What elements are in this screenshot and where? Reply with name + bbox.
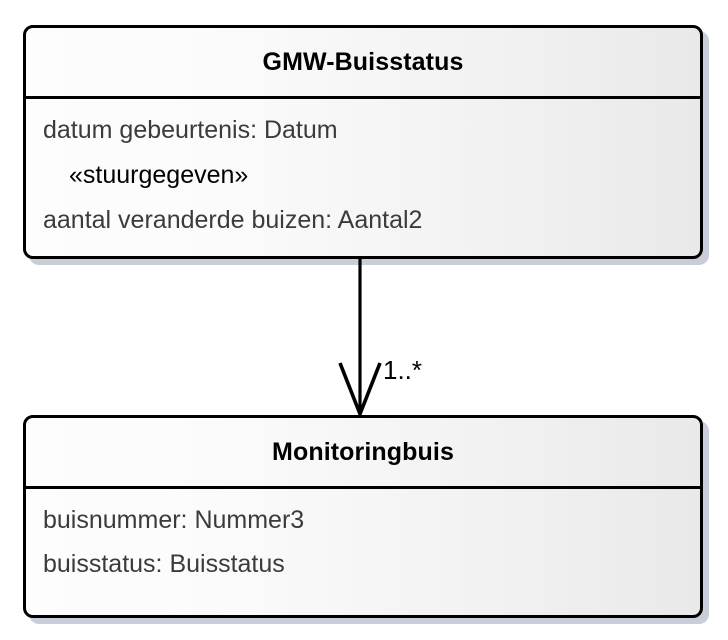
class-header-gmw-buisstatus: GMW-Buisstatus — [26, 28, 700, 99]
class-header-monitoringbuis: Monitoringbuis — [26, 418, 700, 489]
class-attributes-monitoringbuis: buisnummer: Nummer3 buisstatus: Buisstat… — [26, 489, 700, 615]
association-multiplicity-label: 1..* — [383, 355, 423, 385]
attribute-aantal-veranderde-buizen: aantal veranderde buizen: Aantal2 — [43, 206, 423, 234]
attribute-buisnummer: buisnummer: Nummer3 — [43, 506, 305, 534]
attribute-datum-gebeurtenis: datum gebeurtenis: Datum — [43, 116, 338, 144]
attribute-stereotype-stuurgegeven: «stuurgegeven» — [69, 161, 249, 189]
class-name-gmw-buisstatus: GMW-Buisstatus — [262, 48, 464, 76]
attribute-buisstatus: buisstatus: Buisstatus — [43, 550, 285, 578]
class-attributes-gmw-buisstatus: datum gebeurtenis: Datum «stuurgegeven» … — [26, 99, 700, 256]
class-box-monitoringbuis[interactable]: Monitoringbuis buisnummer: Nummer3 buiss… — [23, 415, 703, 618]
class-box-gmw-buisstatus[interactable]: GMW-Buisstatus datum gebeurtenis: Datum … — [23, 25, 703, 259]
class-name-monitoringbuis: Monitoringbuis — [272, 438, 454, 466]
association-arrowhead-icon — [338, 362, 382, 419]
